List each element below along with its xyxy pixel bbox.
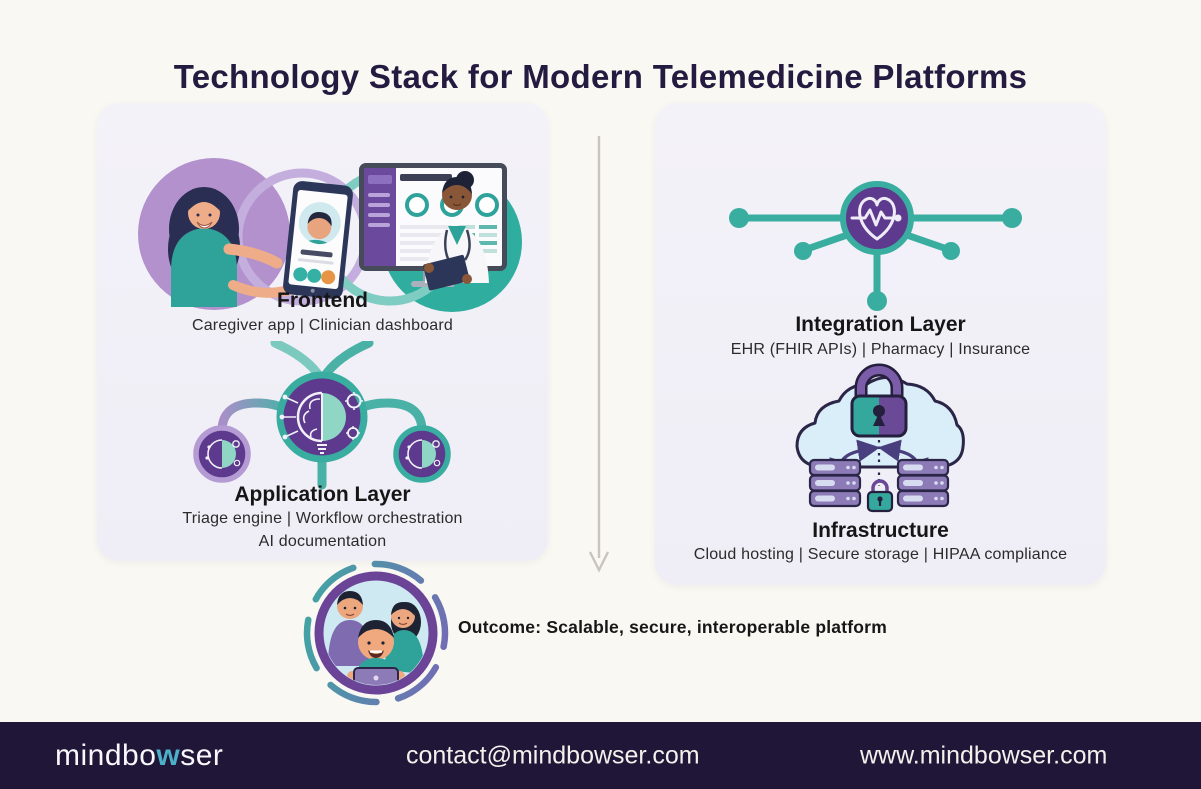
website-url: www.mindbowser.com: [860, 741, 1108, 769]
integration-layer-subtitle: EHR (FHIR APIs) | Pharmacy | Insurance: [730, 341, 1031, 358]
mother-figure: [385, 602, 424, 674]
ai-node-right: [393, 425, 451, 483]
ai-node-left: [193, 425, 251, 483]
down-arrow-icon: [588, 136, 610, 573]
ai-brain-glyph: [279, 391, 363, 454]
frontend-subtitle: Caregiver app | Clinician dashboard: [191, 317, 454, 334]
caregiver-clinician-illustration: [138, 158, 522, 312]
mindbowser-logo: mindbowser: [55, 739, 223, 773]
logo-text-suffix: ser: [180, 738, 224, 772]
page-title: Technology Stack for Modern Telemedicine…: [173, 58, 1028, 96]
outcome-text: Outcome: Scalable, secure, interoperable…: [458, 617, 887, 637]
frontend-application-panel: Frontend Caregiver app | Clinician dashb…: [97, 103, 548, 561]
infrastructure-subtitle: Cloud hosting | Secure storage | HIPAA c…: [693, 546, 1068, 563]
integration-infrastructure-panel: Integration Layer EHR (FHIR APIs) | Phar…: [655, 103, 1106, 585]
cloud-lock-servers-icon: [795, 363, 965, 513]
integration-layer-title: Integration Layer: [795, 313, 966, 336]
clinician-avatar: [423, 171, 489, 291]
contact-email: contact@mindbowser.com: [406, 741, 700, 769]
application-layer-subtitle-2: AI documentation: [258, 533, 387, 550]
server-stack-left: [808, 458, 862, 508]
family-laptop-icon: [303, 560, 449, 706]
application-layer-title: Application Layer: [234, 483, 411, 506]
network-node-dots: [729, 208, 1022, 311]
frontend-title: Frontend: [277, 289, 368, 312]
dashed-ring: [303, 560, 449, 706]
logo-accent-w: w: [156, 738, 181, 772]
tablet-caregiver-app: [283, 181, 353, 299]
footer-bar: mindbowser contact@mindbowser.com www.mi…: [0, 722, 1201, 789]
logo-text-prefix: mindbo: [55, 738, 157, 772]
padlock-icon: [850, 363, 908, 438]
ai-brain-network-icon: [193, 341, 451, 490]
server-stack-right: [896, 458, 950, 508]
heart-pulse-glyph: [850, 196, 898, 241]
application-layer-subtitle-1: Triage engine | Workflow orchestration: [182, 510, 463, 527]
heart-pulse-network-icon: [729, 181, 1022, 311]
small-lock-icon: [866, 479, 894, 513]
infrastructure-title: Infrastructure: [812, 519, 949, 542]
